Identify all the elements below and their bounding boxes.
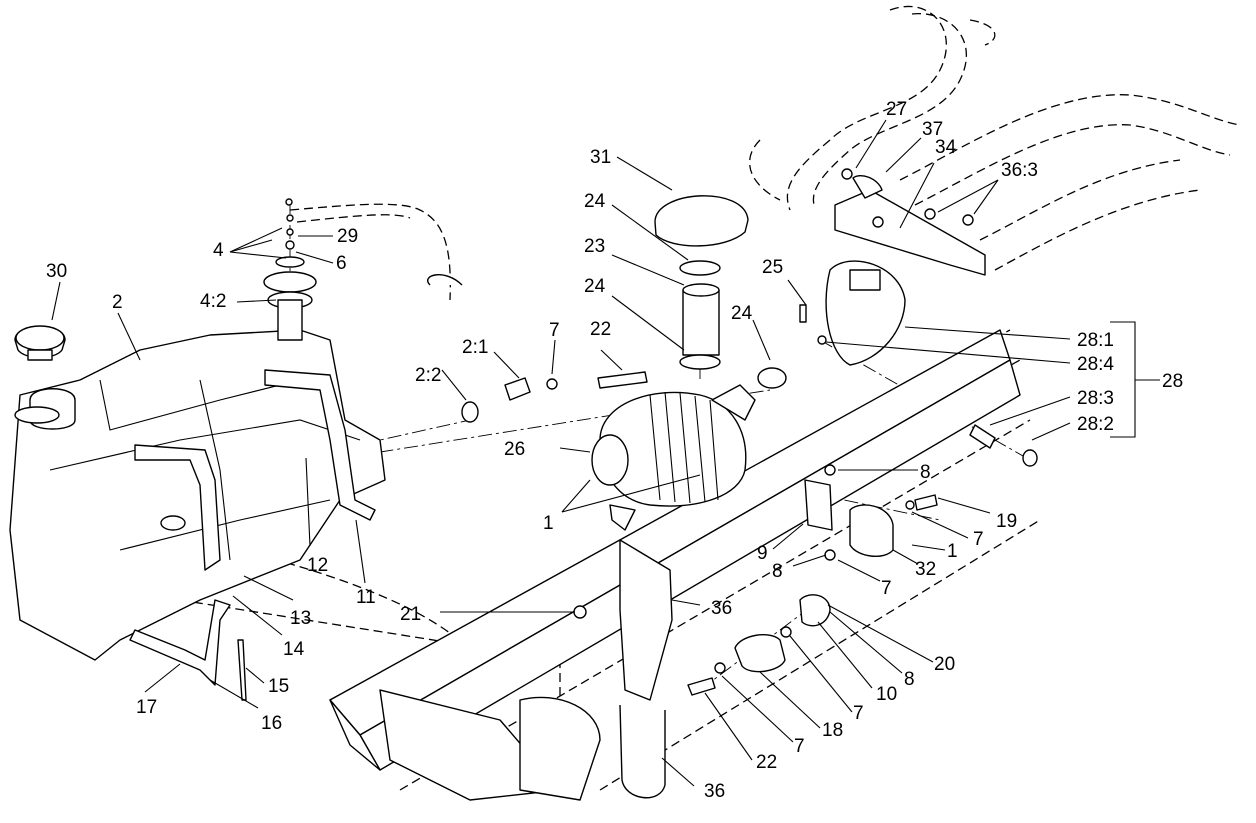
callout-2: 2 bbox=[112, 292, 123, 313]
callout-7-c: 7 bbox=[881, 578, 892, 599]
callout-31: 31 bbox=[590, 147, 611, 168]
callout-10: 10 bbox=[876, 684, 897, 705]
callout-9: 9 bbox=[757, 543, 768, 564]
callout-27: 27 bbox=[886, 99, 907, 120]
callout-7-d: 7 bbox=[853, 703, 864, 724]
callout-30: 30 bbox=[46, 261, 67, 282]
fuel-cap bbox=[14, 325, 66, 361]
callout-2-2: 2:2 bbox=[415, 365, 441, 386]
callout-1-a: 1 bbox=[543, 513, 554, 534]
callout-36-3: 36:3 bbox=[1001, 160, 1038, 181]
tank-brackets bbox=[129, 369, 376, 701]
callout-36-a: 36 bbox=[711, 598, 732, 619]
fuel-pump-filter bbox=[573, 464, 938, 696]
callout-4: 4 bbox=[213, 240, 224, 261]
callout-6: 6 bbox=[336, 253, 347, 274]
callout-8-b: 8 bbox=[772, 561, 783, 582]
callout-28-1: 28:1 bbox=[1077, 330, 1114, 351]
callout-labels: 1 1 2 2:1 2:2 4 4:2 6 7 7 7 7 7 8 8 8 9 … bbox=[46, 99, 1183, 802]
callout-28: 28 bbox=[1162, 371, 1183, 392]
callout-17: 17 bbox=[136, 697, 157, 718]
callout-24-a: 24 bbox=[584, 191, 606, 212]
callout-7-b: 7 bbox=[973, 529, 984, 550]
callout-23: 23 bbox=[584, 236, 605, 257]
callout-36-b: 36 bbox=[704, 781, 725, 802]
callout-7-a: 7 bbox=[549, 320, 560, 341]
air-cleaner bbox=[591, 195, 787, 531]
callout-15: 15 bbox=[268, 676, 289, 697]
fuel-sender bbox=[263, 198, 463, 341]
callout-8-c: 8 bbox=[904, 669, 915, 690]
callout-12: 12 bbox=[307, 555, 328, 576]
callout-22-b: 22 bbox=[756, 752, 777, 773]
callout-24-c: 24 bbox=[731, 303, 753, 324]
callout-20: 20 bbox=[934, 654, 955, 675]
callout-32: 32 bbox=[915, 559, 936, 580]
callout-7-e: 7 bbox=[794, 736, 805, 757]
callout-18: 18 bbox=[822, 720, 843, 741]
callout-25: 25 bbox=[762, 257, 783, 278]
callout-19: 19 bbox=[996, 511, 1017, 532]
callout-34: 34 bbox=[935, 137, 957, 158]
callout-26: 26 bbox=[504, 439, 525, 460]
callout-14: 14 bbox=[283, 639, 305, 660]
leader-lines bbox=[51, 119, 1160, 787]
callout-28-2: 28:2 bbox=[1077, 414, 1114, 435]
callout-24-b: 24 bbox=[584, 276, 606, 297]
fuel-tank bbox=[9, 329, 386, 661]
callout-13: 13 bbox=[290, 608, 311, 629]
callout-8-a: 8 bbox=[920, 462, 931, 483]
callout-37: 37 bbox=[922, 119, 943, 140]
callout-1-b: 1 bbox=[947, 541, 958, 562]
callout-2-1: 2:1 bbox=[462, 337, 488, 358]
callout-4-2: 4:2 bbox=[200, 291, 226, 312]
callout-21: 21 bbox=[400, 604, 421, 625]
frame-rail bbox=[329, 329, 1021, 801]
fuel-line-fittings bbox=[461, 371, 648, 423]
callout-22-a: 22 bbox=[590, 319, 611, 340]
callout-11: 11 bbox=[356, 587, 376, 608]
callout-28-4: 28:4 bbox=[1077, 354, 1114, 375]
u-bolt-saddle bbox=[619, 539, 673, 799]
callout-16: 16 bbox=[261, 713, 282, 734]
callout-28-3: 28:3 bbox=[1077, 388, 1114, 409]
exhaust-bracket bbox=[799, 168, 1038, 467]
callout-29: 29 bbox=[337, 226, 358, 247]
